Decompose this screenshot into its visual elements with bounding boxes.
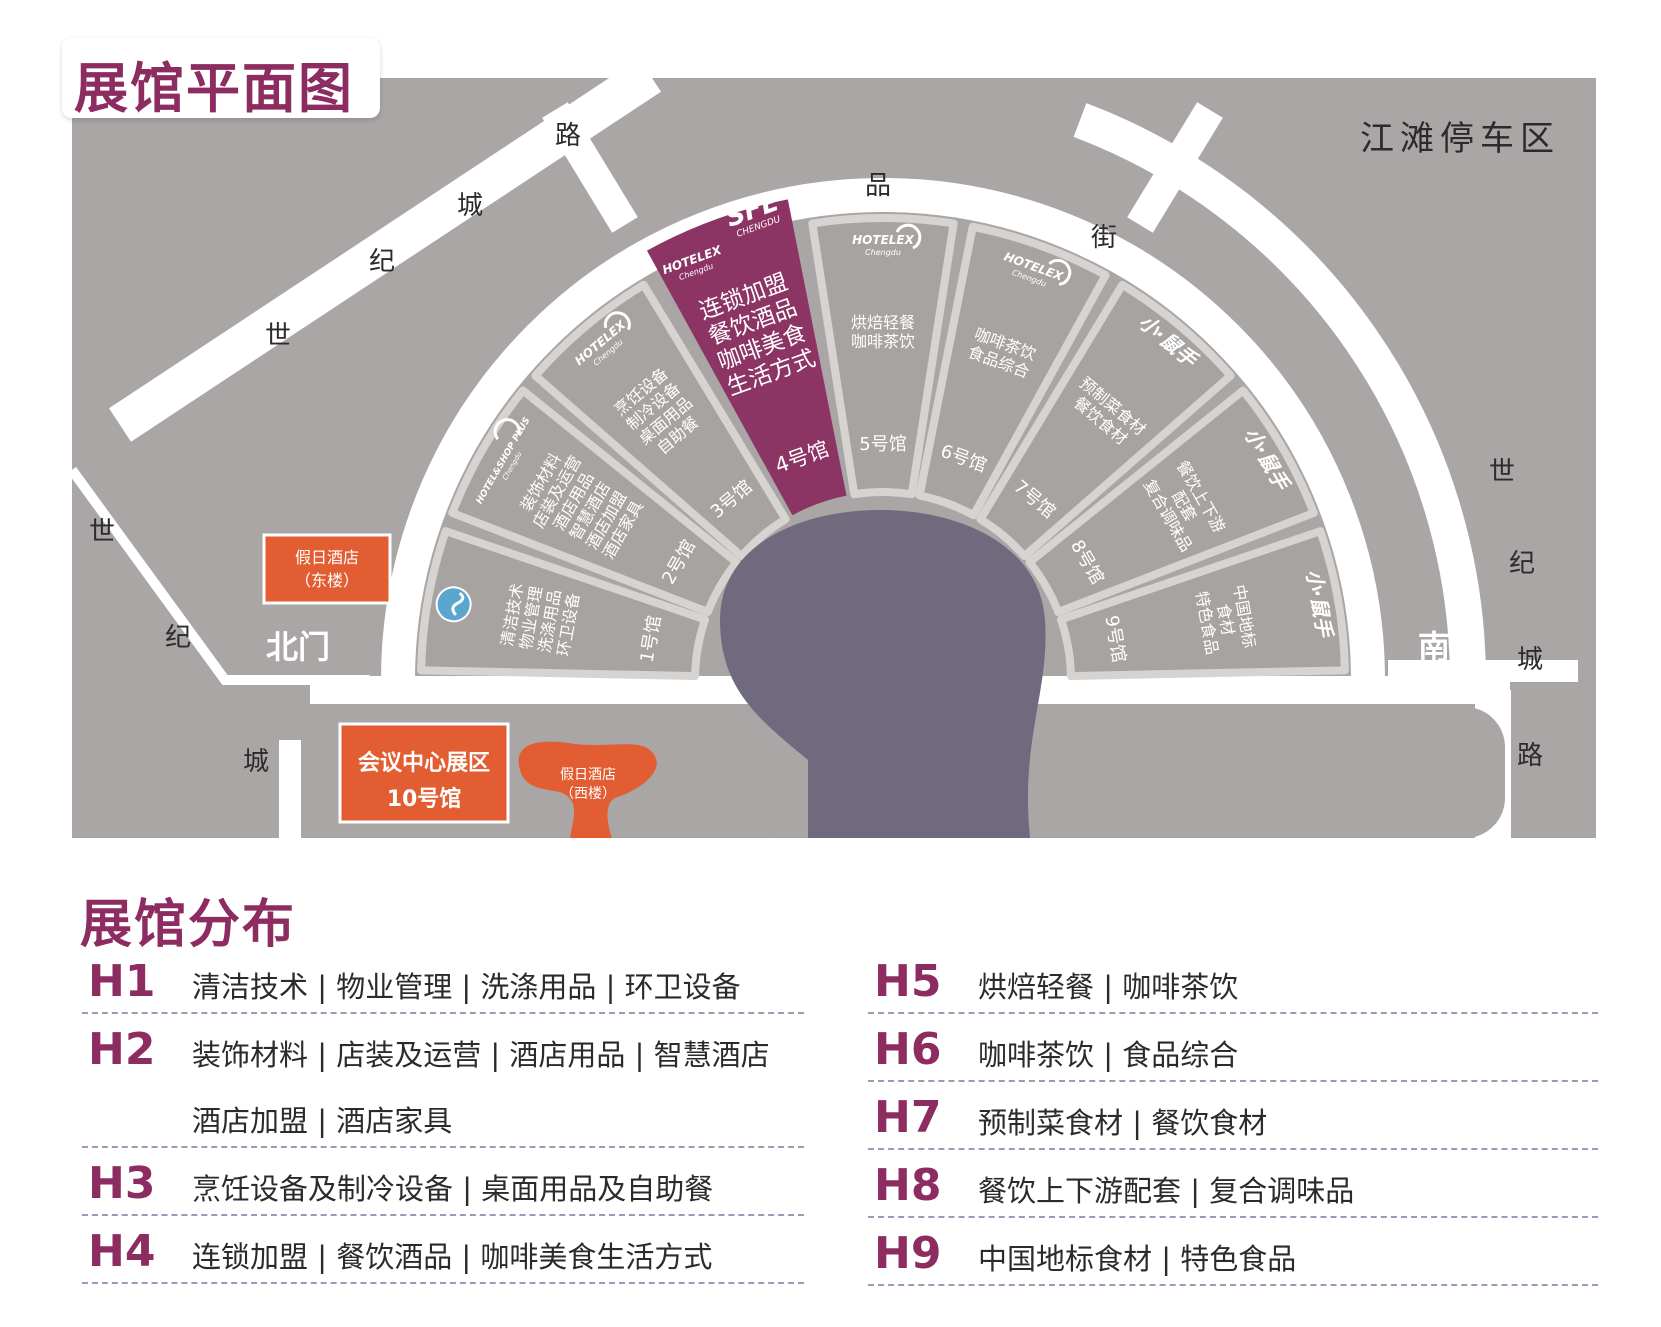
hall-wedge-2 (448, 386, 741, 617)
parking-label: 江滩停车区 (1360, 119, 1560, 159)
legend-code: H2 (88, 1024, 156, 1075)
legend-description: 清洁技术 | 物业管理 | 洗涤用品 | 环卫设备 (192, 970, 741, 1004)
hall-wedge-7 (976, 280, 1235, 561)
legend-code: H8 (874, 1160, 942, 1211)
cleaning-logo (435, 586, 472, 623)
logo-swoosh (895, 223, 922, 250)
hotel-east-box (262, 533, 392, 605)
north-gate-label: 北门 (266, 628, 330, 666)
central-plaza (720, 510, 1046, 838)
hotel-west-line2: （西楼） (560, 786, 616, 802)
legend-code: H4 (88, 1226, 156, 1277)
road-pin-street (381, 178, 1385, 681)
legend-row-h7: H7 预制菜食材 | 餐饮食材 (868, 1084, 1598, 1150)
road-east-char-1: 世 (1489, 457, 1515, 487)
hall-number-5: 5号馆 (859, 434, 906, 455)
legend-row-h1: H1 清洁技术 | 物业管理 | 洗涤用品 | 环卫设备 (82, 948, 804, 1014)
road-north-char-3: 纪 (369, 247, 395, 277)
road-labels: 路 城 纪 世 世 纪 城 世 纪 城 路 品 街 (89, 121, 1543, 777)
legend-row-h4: H4 连锁加盟 | 餐饮酒品 | 咖啡美食生活方式 (82, 1218, 804, 1284)
exhibition-halls (417, 199, 1349, 681)
hotel-west-blob (518, 741, 657, 838)
legend-description: 连锁加盟 | 餐饮酒品 | 咖啡美食生活方式 (192, 1240, 713, 1274)
hall-category-line: 烘焙轻餐 (851, 313, 915, 332)
road-west-char-1: 世 (89, 517, 115, 547)
hall-wedge-8 (1025, 386, 1318, 617)
road-connector-ne (1127, 102, 1223, 233)
legend-row-h9: H9 中国地标食材 | 特色食品 (868, 1220, 1598, 1286)
legend-row-h5: H5 烘焙轻餐 | 咖啡茶饮 (868, 948, 1598, 1014)
conference-line1: 会议中心展区 (358, 750, 490, 776)
road-east-char-2: 纪 (1509, 549, 1535, 579)
legend-description-continued: 酒店加盟 | 酒店家具 (192, 1104, 453, 1138)
road-north-char-4: 世 (265, 321, 291, 351)
logo-swoosh (1048, 258, 1072, 286)
road-west-char-2: 纪 (165, 623, 191, 653)
legend-row-h8: H8 餐饮上下游配套 | 复合调味品 (868, 1152, 1598, 1218)
parking-separator (1388, 660, 1578, 682)
se-block (1065, 707, 1505, 838)
road-east-char-3: 城 (1517, 645, 1543, 675)
logo-swoosh (603, 311, 631, 331)
hotel-east-line1: 假日酒店 (295, 548, 359, 567)
legend-code: H9 (874, 1228, 942, 1279)
hotel-east-line2: （东楼） (295, 571, 359, 590)
logo-subtext: Chengdu (865, 248, 901, 257)
wave-icon (451, 591, 465, 616)
pin-street-char-1: 品 (865, 171, 891, 201)
pin-street-char-2: 街 (1091, 223, 1117, 253)
legend-description: 餐饮上下游配套 | 复合调味品 (978, 1174, 1355, 1208)
south-gate-label: 南门 (1418, 628, 1482, 666)
map-bottom-mask (0, 838, 1661, 860)
legend-description: 装饰材料 | 店装及运营 | 酒店用品 | 智慧酒店 (192, 1038, 770, 1072)
hotel-west-line1: 假日酒店 (560, 767, 616, 783)
page-title: 展馆平面图 (74, 57, 354, 120)
legend-code: H7 (874, 1092, 942, 1143)
hall-wedge-3 (531, 280, 790, 561)
legend-description: 预制菜食材 | 餐饮食材 (978, 1106, 1268, 1140)
road-north-char-1: 路 (555, 121, 581, 151)
hall-category-line: 咖啡茶饮 (851, 332, 915, 351)
floor-plan-map: 1号馆清洁技术物业管理洗涤用品环卫设备2号馆装饰材料店装及运营酒店用品智慧酒店酒… (0, 78, 1661, 860)
road-west-char-3: 城 (243, 747, 269, 777)
legend-code: H3 (88, 1158, 156, 1209)
conference-line2: 10号馆 (387, 786, 462, 812)
logo-text: HOTELEX (852, 233, 914, 247)
hall-wedge-4 (646, 199, 847, 516)
road-north-char-2: 城 (457, 191, 483, 221)
road-east-char-4: 路 (1517, 741, 1543, 771)
legend-description: 烹饪设备及制冷设备 | 桌面用品及自助餐 (192, 1172, 714, 1206)
page-title-badge: 展馆平面图 (62, 38, 380, 120)
hall-wedge-5 (808, 214, 958, 499)
road-connector-nw (542, 102, 638, 233)
legend-code: H6 (874, 1024, 942, 1075)
legend-title: 展馆分布 (80, 895, 297, 955)
legend-description: 中国地标食材 | 特色食品 (978, 1242, 1297, 1276)
hall-wedge-1 (417, 527, 710, 681)
logo-swoosh (493, 418, 521, 441)
legend-code: H1 (88, 956, 156, 1007)
hall-wedge-9 (1056, 527, 1349, 681)
legend-description: 咖啡茶饮 | 食品综合 (978, 1038, 1239, 1072)
legend-row-h3: H3 烹饪设备及制冷设备 | 桌面用品及自助餐 (82, 1150, 804, 1216)
legend-row-h6: H6 咖啡茶饮 | 食品综合 (868, 1016, 1598, 1082)
legend-description: 烘焙轻餐 | 咖啡茶饮 (978, 970, 1239, 1004)
legend-code: H5 (874, 956, 942, 1007)
legend-row-h2: H2 装饰材料 | 店装及运营 | 酒店用品 | 智慧酒店酒店加盟 | 酒店家具 (82, 1016, 804, 1148)
hall-wedge-6 (915, 222, 1110, 520)
conference-box (338, 722, 510, 824)
